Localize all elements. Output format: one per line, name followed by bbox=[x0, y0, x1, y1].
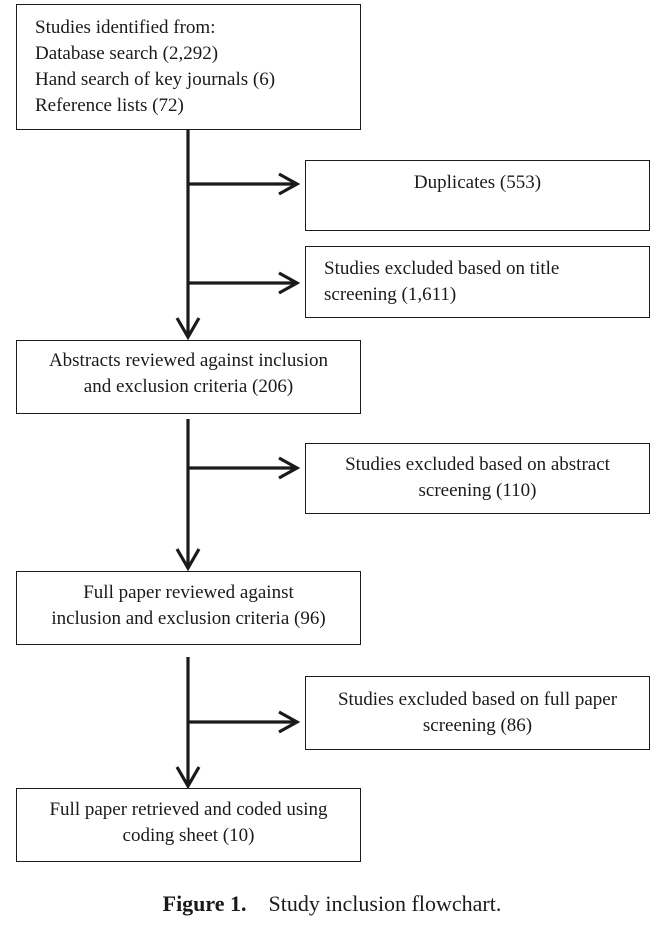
abstracts-line-1: Abstracts reviewed against inclusion bbox=[48, 350, 329, 371]
identified-heading: Studies identified from: bbox=[35, 17, 216, 38]
retrieved-line-2: coding sheet (10) bbox=[122, 825, 255, 846]
reference-lists-count: Reference lists (72) bbox=[35, 95, 184, 116]
figure-caption: Figure 1. Study inclusion flowchart. bbox=[0, 891, 664, 917]
fullpaper-reviewed-line-1: Full paper reviewed against bbox=[83, 582, 294, 603]
fullpaper-excluded-line-1: Studies excluded based on full paper bbox=[337, 689, 618, 710]
abstract-excluded-line-1: Studies excluded based on abstract bbox=[345, 454, 610, 475]
abstracts-reviewed-box: Abstracts reviewed against inclusion and… bbox=[16, 340, 361, 414]
fullpaper-reviewed-line-2: inclusion and exclusion criteria (96) bbox=[51, 608, 326, 629]
abstracts-line-2: and exclusion criteria (206) bbox=[83, 376, 294, 397]
arrowhead-retrieved bbox=[175, 766, 201, 790]
hand-search-count: Hand search of key journals (6) bbox=[35, 69, 276, 90]
fullpaper-excluded-line-2: screening (86) bbox=[422, 715, 533, 736]
abstract-excluded-line-2: screening (110) bbox=[418, 480, 537, 501]
duplicates-box: Duplicates (553) bbox=[305, 160, 650, 231]
title-excluded-line-2: screening (1,611) bbox=[324, 284, 457, 305]
arrowhead-fullpaper-excluded bbox=[278, 710, 301, 734]
arrowhead-abstract-excluded bbox=[278, 456, 301, 480]
arrowhead-fullpaper-reviewed bbox=[175, 548, 201, 572]
retrieved-line-1: Full paper retrieved and coded using bbox=[49, 799, 328, 820]
title-excluded-line-1: Studies excluded based on title bbox=[324, 258, 560, 279]
arrowhead-title-excluded bbox=[278, 271, 301, 295]
abstract-excluded-box: Studies excluded based on abstract scree… bbox=[305, 443, 650, 514]
retrieved-coded-box: Full paper retrieved and coded using cod… bbox=[16, 788, 361, 862]
arrowhead-duplicates bbox=[278, 172, 301, 196]
title-excluded-box: Studies excluded based on title screenin… bbox=[305, 246, 650, 318]
figure-label: Figure 1. bbox=[162, 891, 247, 916]
figure-caption-text: Study inclusion flowchart. bbox=[268, 891, 502, 916]
studies-identified-box: Studies identified from: Database search… bbox=[16, 4, 361, 130]
duplicates-count: Duplicates (553) bbox=[413, 172, 542, 193]
fullpaper-reviewed-box: Full paper reviewed against inclusion an… bbox=[16, 571, 361, 645]
arrowhead-abstracts bbox=[175, 317, 201, 341]
fullpaper-excluded-box: Studies excluded based on full paper scr… bbox=[305, 676, 650, 750]
database-search-count: Database search (2,292) bbox=[35, 43, 219, 64]
